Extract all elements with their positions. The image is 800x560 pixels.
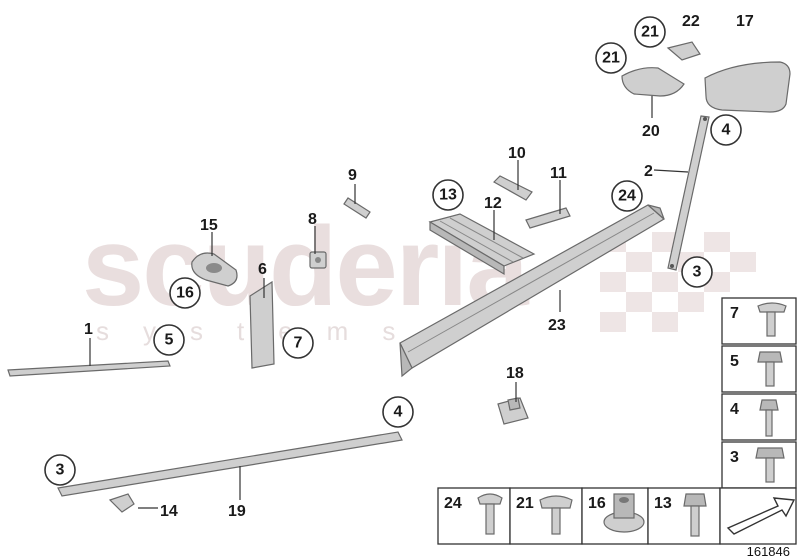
label-part-14: 14 (160, 503, 178, 520)
label-part-11: 11 (550, 165, 567, 182)
label-part-9: 9 (348, 167, 357, 184)
pad-22 (666, 41, 701, 61)
label-part-21-left: 21 (602, 50, 620, 67)
label-part-24: 24 (618, 188, 636, 205)
fastener-legend-column: 7 5 4 3 (721, 297, 797, 489)
legend-row-label-3: 16 (588, 495, 606, 512)
pad-20 (621, 67, 685, 97)
label-part-21-right: 21 (641, 24, 659, 41)
label-part-15: 15 (200, 217, 218, 234)
pad-17 (704, 61, 791, 113)
label-part-3-left: 3 (56, 462, 65, 479)
label-part-10: 10 (508, 145, 526, 162)
bracket-9 (343, 197, 371, 219)
arrow-symbol-box (719, 487, 797, 545)
bracket-10 (493, 175, 533, 201)
legend-row-label-1: 24 (444, 495, 462, 512)
bracket-11 (525, 207, 571, 229)
plate-6 (249, 280, 275, 369)
label-part-16: 16 (176, 285, 194, 302)
label-part-8: 8 (308, 211, 317, 228)
legend-row-label-2: 21 (516, 495, 534, 512)
label-part-3-right: 3 (693, 264, 702, 281)
diagram-reference-number: 161846 (747, 544, 790, 559)
legend-col-label-1: 7 (730, 305, 739, 322)
label-part-12: 12 (484, 195, 502, 212)
nut-plate-18 (497, 397, 529, 425)
legend-row-label-4: 13 (654, 495, 672, 512)
label-part-18: 18 (506, 365, 524, 382)
clip-14 (108, 493, 135, 513)
label-part-20: 20 (642, 123, 660, 140)
circled-part-numbers: 5 7 13 16 21 21 4 3 24 4 3 (44, 16, 742, 486)
label-part-19: 19 (228, 503, 246, 520)
label-part-2: 2 (644, 163, 653, 180)
label-part-7: 7 (294, 335, 303, 352)
label-part-23: 23 (548, 317, 566, 334)
strut-1 (7, 360, 171, 377)
part-numbers: 1 2 6 8 9 10 11 12 14 15 17 18 19 20 22 … (84, 13, 754, 520)
strut-bar-2 (667, 115, 710, 271)
fastener-legend-row: 24 21 16 13 (437, 487, 797, 545)
legend-col-label-4: 3 (730, 449, 739, 466)
watermark: scuderia systems (82, 204, 756, 346)
label-part-4-bottom: 4 (394, 404, 403, 421)
leader-lines (89, 96, 689, 509)
strut-19 (57, 431, 403, 497)
label-part-1: 1 (84, 321, 93, 338)
label-part-13: 13 (439, 187, 457, 204)
nut-8 (309, 251, 327, 269)
label-part-5: 5 (165, 332, 174, 349)
slat-plate-12 (428, 213, 536, 276)
watermark-sub: systems (96, 316, 429, 346)
legend-col-label-3: 4 (730, 401, 739, 418)
channel-rail-23 (399, 204, 666, 378)
label-part-6: 6 (258, 261, 267, 278)
label-part-4-top: 4 (722, 122, 731, 139)
arrow-icon (726, 497, 796, 535)
grommet-15 (191, 252, 238, 287)
legend-col-label-2: 5 (730, 353, 739, 370)
label-part-22: 22 (682, 13, 700, 30)
label-part-17: 17 (736, 13, 754, 30)
